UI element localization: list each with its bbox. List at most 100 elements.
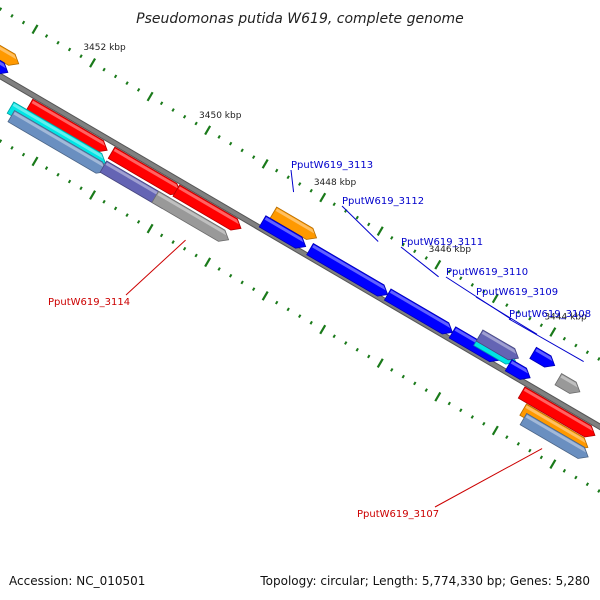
forward-tick	[491, 293, 499, 304]
reverse-tick	[344, 341, 348, 345]
reverse-tick	[434, 391, 442, 402]
gene-feature-highlight	[113, 148, 179, 189]
topology-text: Topology: circular; Length: 5,774,330 bp…	[260, 574, 590, 588]
forward-tick	[447, 269, 451, 274]
gene-feature[interactable]	[475, 329, 519, 361]
forward-tick	[367, 222, 371, 227]
reverse-tick	[549, 459, 557, 469]
forward-tick	[217, 135, 221, 139]
forward-tick	[102, 67, 106, 72]
gene-label[interactable]: PputW619_3108	[509, 309, 591, 320]
gene-feature-highlight	[525, 405, 586, 444]
feature-track	[0, 38, 596, 459]
gene-feature[interactable]	[306, 242, 389, 297]
forward-tick	[482, 289, 486, 294]
reverse-tick	[505, 435, 509, 440]
gene-feature[interactable]	[519, 412, 589, 459]
reverse-tick	[562, 468, 567, 473]
forward-tick	[204, 125, 212, 136]
forward-tick	[470, 283, 474, 287]
reverse-tick	[482, 421, 486, 426]
reverse-tick	[113, 206, 118, 211]
reverse-tick	[217, 267, 221, 271]
reverse-tick	[470, 415, 474, 419]
gene-label[interactable]: PputW619_3112	[342, 196, 424, 207]
forward-tick	[434, 259, 442, 270]
gene-feature[interactable]	[25, 98, 108, 153]
forward-tick	[390, 235, 394, 240]
gene-feature[interactable]	[0, 38, 20, 66]
gene-feature[interactable]	[529, 346, 556, 368]
forward-tick	[401, 242, 405, 247]
reverse-tick	[528, 448, 532, 453]
gene-feature-highlight	[264, 217, 304, 243]
reverse-tick	[228, 273, 233, 278]
reverse-tick	[585, 482, 590, 487]
gene-feature-highlight	[13, 111, 105, 168]
gene-label[interactable]: PputW619_3107	[357, 509, 439, 520]
forward-tick	[79, 54, 83, 59]
forward-tick	[228, 141, 233, 146]
accession-text: Accession: NC_010501	[9, 574, 146, 588]
genome-backbone	[0, 72, 600, 431]
gene-label-leader	[400, 246, 439, 278]
forward-tick	[56, 40, 60, 45]
reverse-tick	[516, 442, 521, 446]
gene-feature-highlight	[481, 331, 517, 354]
forward-tick	[0, 7, 3, 11]
forward-tick	[286, 175, 290, 180]
map-title: Pseudomonas putida W619, complete genome	[136, 11, 464, 27]
reverse-tick	[89, 190, 97, 200]
forward-tick	[44, 34, 49, 38]
gene-label[interactable]: PputW619_3109	[476, 287, 558, 298]
reverse-tick	[21, 152, 26, 157]
reverse-tick	[67, 179, 72, 184]
gene-feature[interactable]	[517, 386, 596, 438]
gene-feature[interactable]	[383, 288, 453, 335]
gene-feature[interactable]	[172, 184, 242, 231]
reverse-tick	[390, 368, 394, 372]
forward-tick	[125, 81, 129, 85]
gene-feature-highlight	[0, 61, 6, 69]
forward-tick	[298, 182, 302, 186]
forward-tick	[309, 188, 313, 193]
reverse-tick	[447, 401, 451, 406]
kbp-label: 3448 kbp	[314, 178, 357, 188]
gene-feature-highlight	[510, 360, 529, 374]
reverse-tick	[355, 347, 359, 352]
gene-feature-highlight	[560, 374, 578, 388]
reverse-tick	[275, 300, 279, 305]
reverse-tick	[159, 233, 164, 238]
reverse-tick	[102, 199, 106, 204]
gene-feature[interactable]	[554, 373, 581, 394]
tick-track	[0, 7, 600, 493]
gene-label[interactable]: PputW619_3113	[291, 160, 373, 171]
reverse-tick	[574, 475, 578, 480]
forward-tick	[424, 256, 428, 260]
reverse-tick	[597, 489, 600, 493]
gene-label[interactable]: PputW619_3111	[401, 237, 483, 248]
gene-feature[interactable]	[504, 359, 531, 380]
gene-label-layer: PputW619_3113PputW619_3112PputW619_3111P…	[48, 160, 591, 520]
gene-label[interactable]: PputW619_3110	[446, 267, 528, 278]
gene-label[interactable]: PputW619_3114	[48, 297, 130, 308]
reverse-tick	[332, 334, 336, 339]
gene-feature-highlight	[525, 414, 587, 453]
forward-tick	[251, 155, 256, 159]
backbone-line	[0, 73, 600, 430]
reverse-tick	[194, 253, 198, 258]
reverse-tick	[146, 223, 154, 234]
gene-feature[interactable]	[258, 215, 307, 249]
forward-tick	[459, 276, 463, 281]
gene-feature[interactable]	[269, 206, 318, 240]
forward-tick	[146, 91, 154, 102]
gene-feature[interactable]	[151, 190, 230, 242]
reverse-tick	[459, 408, 463, 413]
gene-feature-highlight	[535, 348, 553, 362]
gene-feature-highlight	[389, 290, 451, 329]
reverse-tick	[79, 186, 83, 191]
reverse-tick	[204, 257, 212, 268]
forward-tick	[562, 336, 567, 341]
reverse-tick	[261, 291, 269, 301]
gene-label-leader	[475, 296, 538, 335]
